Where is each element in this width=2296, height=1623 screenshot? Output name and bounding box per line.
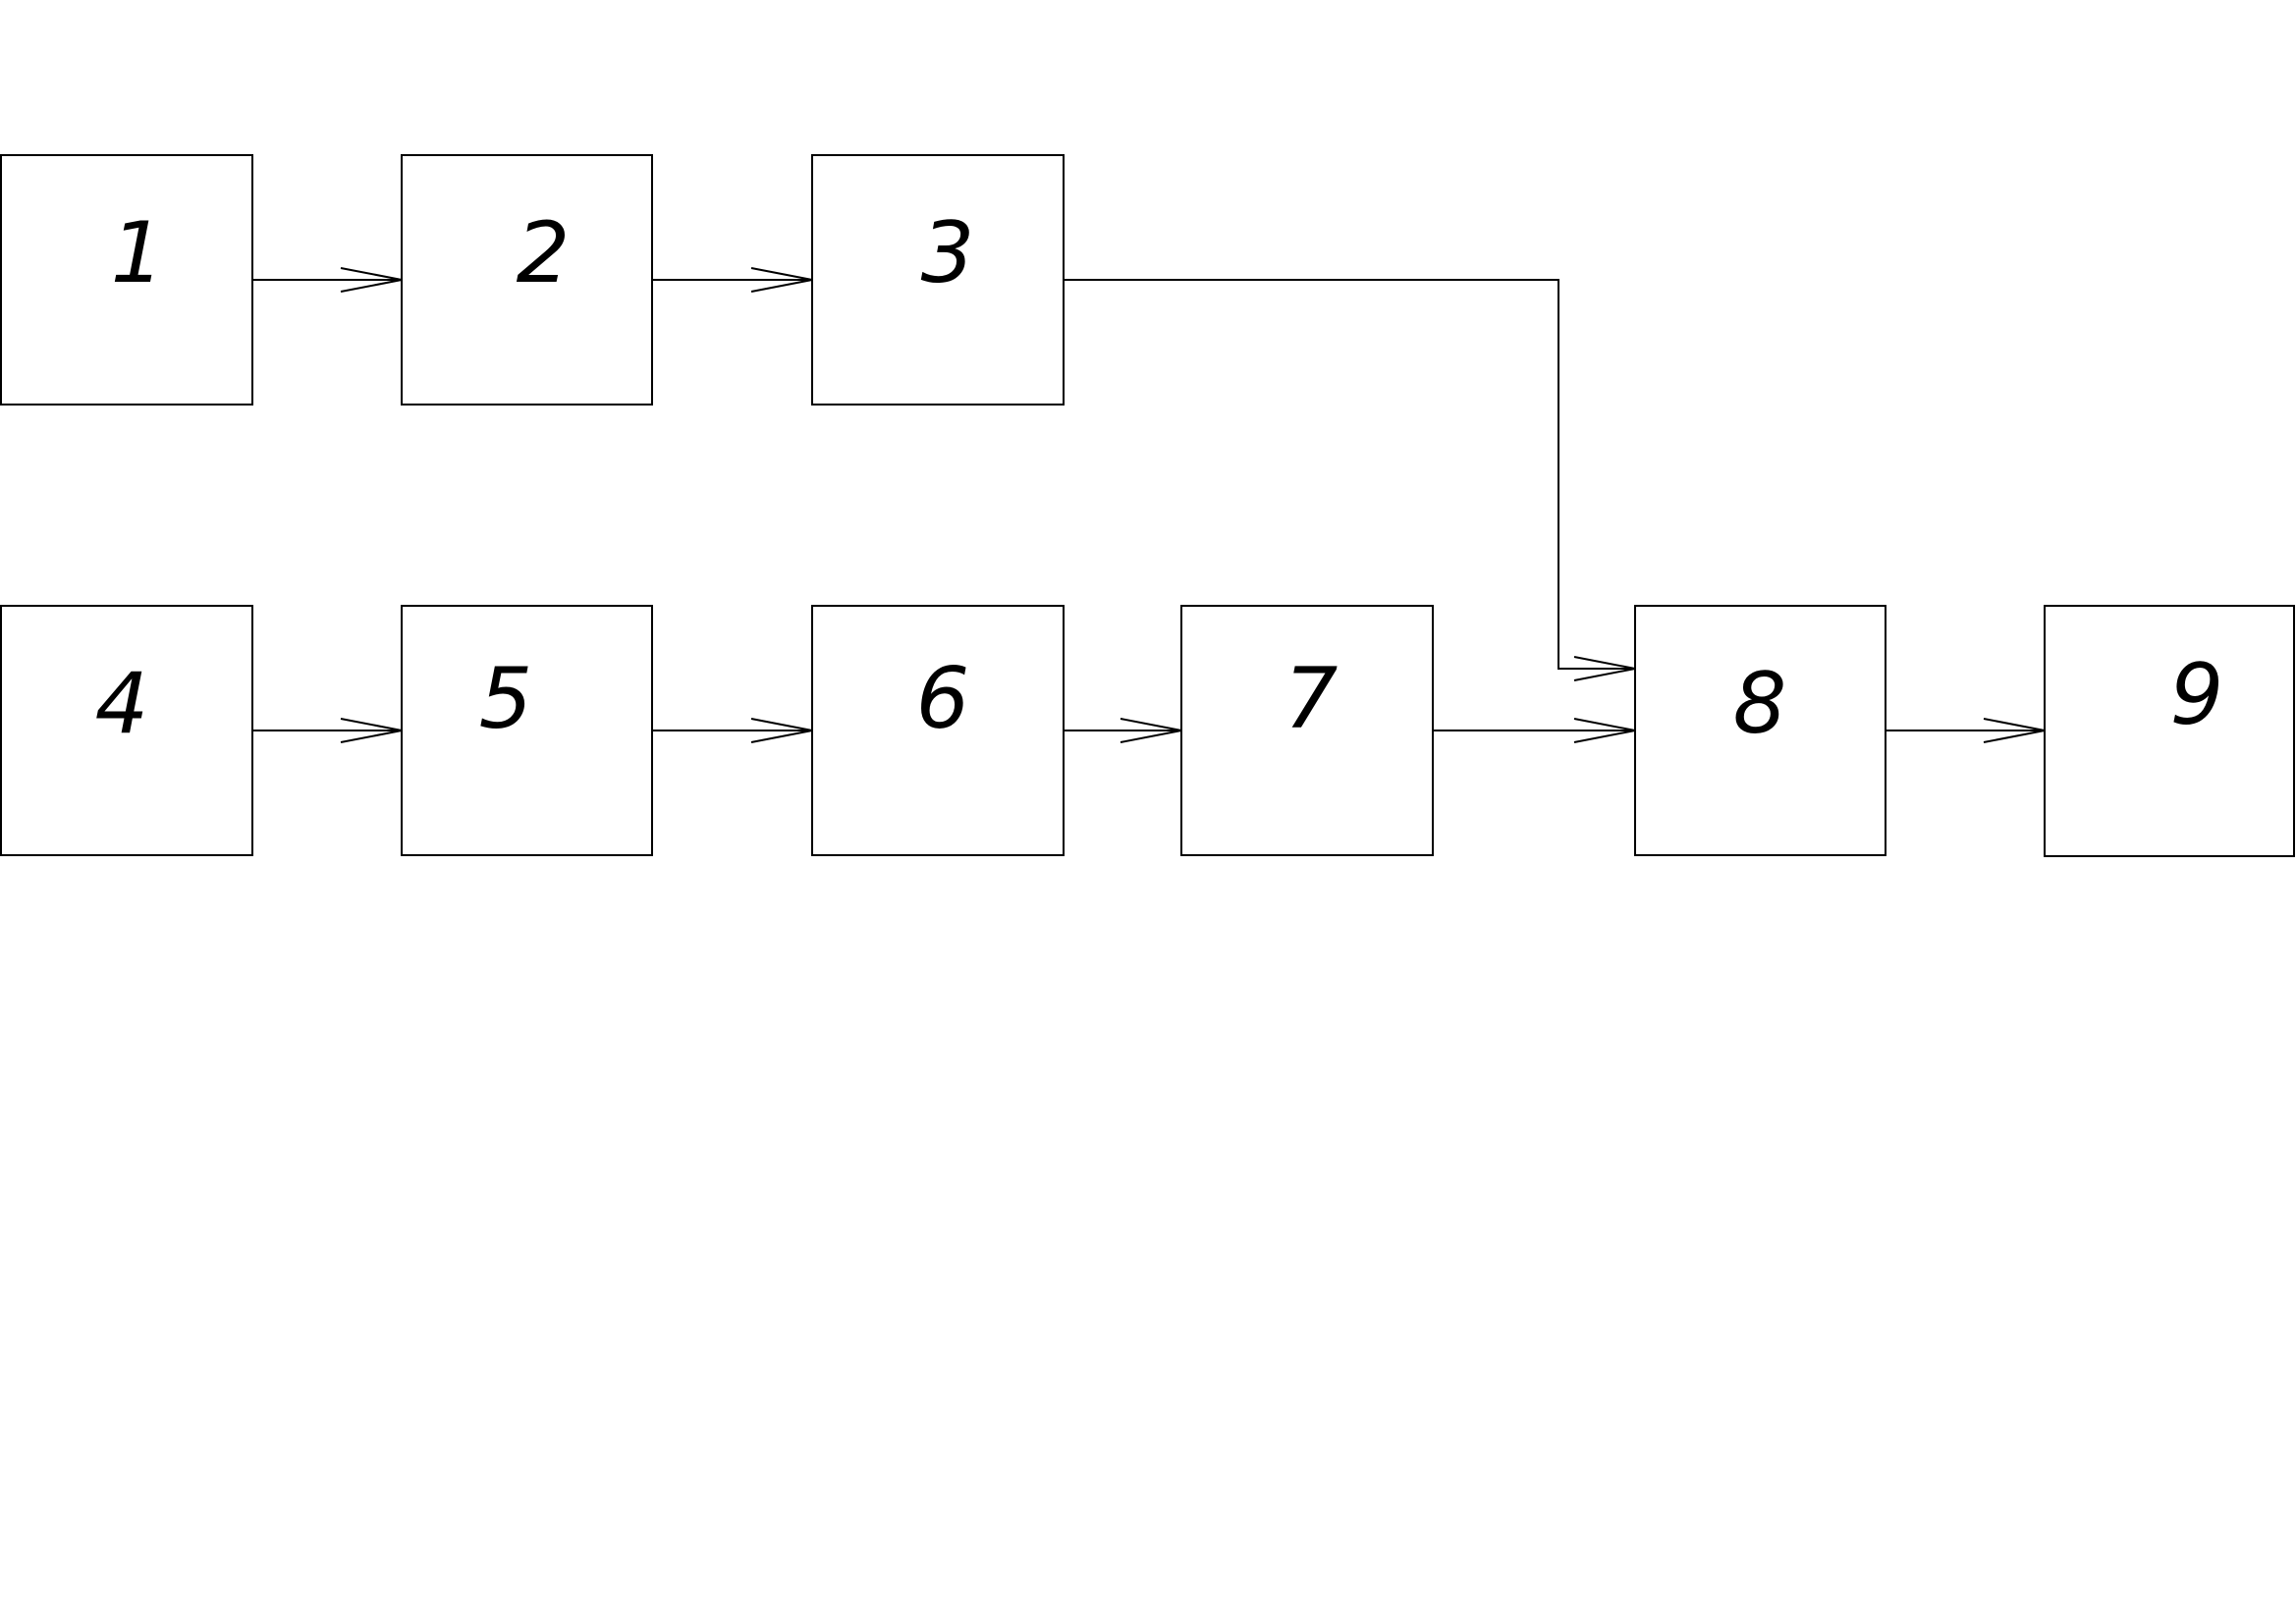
block-label-3: 3 [921,204,975,302]
block-9: 9 [2044,605,2295,857]
block-label-6: 6 [916,650,970,748]
connector-7-to-8 [1433,718,1636,743]
block-label-5: 5 [479,650,533,748]
block-3: 3 [811,154,1065,406]
block-5: 5 [401,605,653,856]
block-label-4: 4 [95,655,149,753]
connector-1-to-2 [252,267,403,293]
block-4: 4 [0,605,253,856]
block-6: 6 [811,605,1065,856]
connector-2-to-3 [652,267,813,293]
block-1: 1 [0,154,253,406]
block-8: 8 [1634,605,1886,856]
block-label-7: 7 [1285,650,1339,748]
connector-4-to-5 [252,718,403,743]
connector-5-to-6 [652,718,813,743]
connector-8-to-9 [1886,718,2046,743]
block-label-1: 1 [111,204,165,302]
block-label-9: 9 [2170,646,2224,744]
block-2: 2 [401,154,653,406]
block-label-8: 8 [1733,655,1787,753]
block-label-2: 2 [517,204,571,302]
block-7: 7 [1180,605,1434,856]
connector-6-to-7 [1064,718,1182,743]
